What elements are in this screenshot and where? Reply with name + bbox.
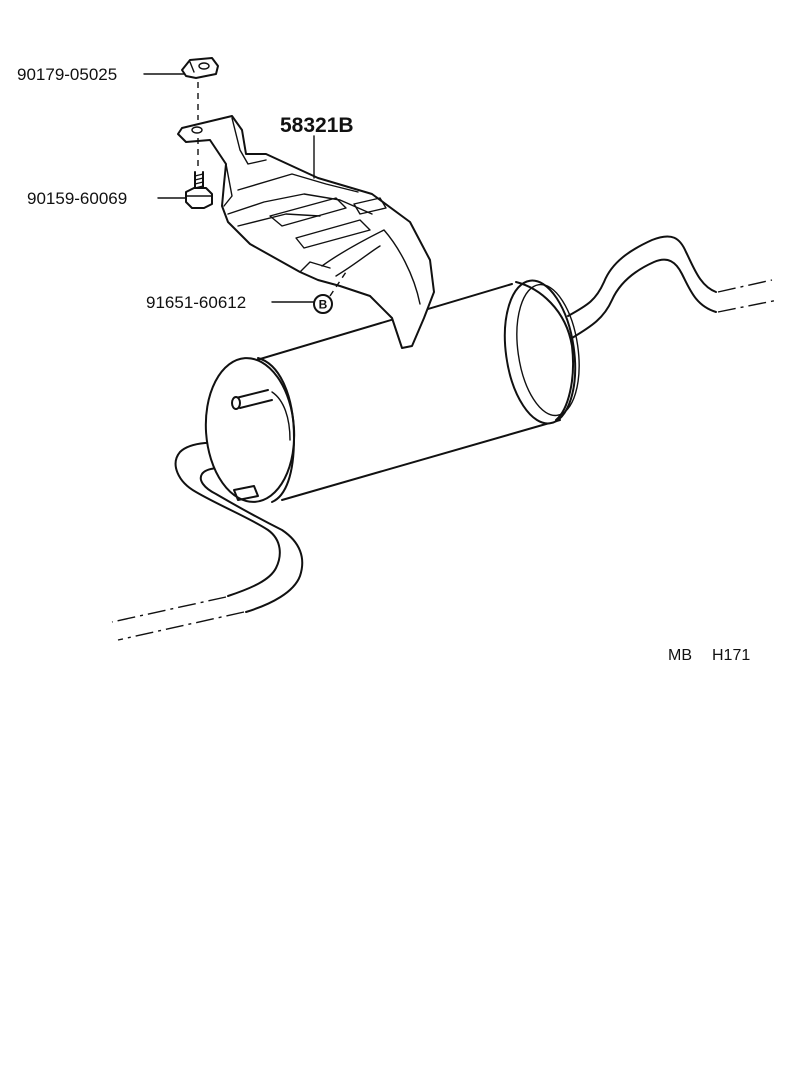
heat-insulator — [177, 115, 435, 349]
part-number-clip-nut: 90179-05025 — [17, 65, 117, 84]
diagram-code-prefix: MB — [668, 647, 692, 664]
tail-pipe — [567, 235, 779, 339]
part-number-bolt: 90159-60069 — [27, 189, 127, 208]
bolt-b-icon: B — [313, 294, 333, 314]
part-number-heat-insulator: 58321B — [280, 114, 354, 137]
muffler — [204, 279, 580, 503]
bolt-icon — [185, 138, 213, 209]
leader-lines — [143, 73, 347, 303]
reference-mark-b: B — [319, 298, 328, 312]
clip-nut-icon — [181, 57, 219, 120]
part-number-bolt-b: 91651-60612 — [146, 293, 246, 312]
diagram-code: H171 — [712, 647, 750, 664]
